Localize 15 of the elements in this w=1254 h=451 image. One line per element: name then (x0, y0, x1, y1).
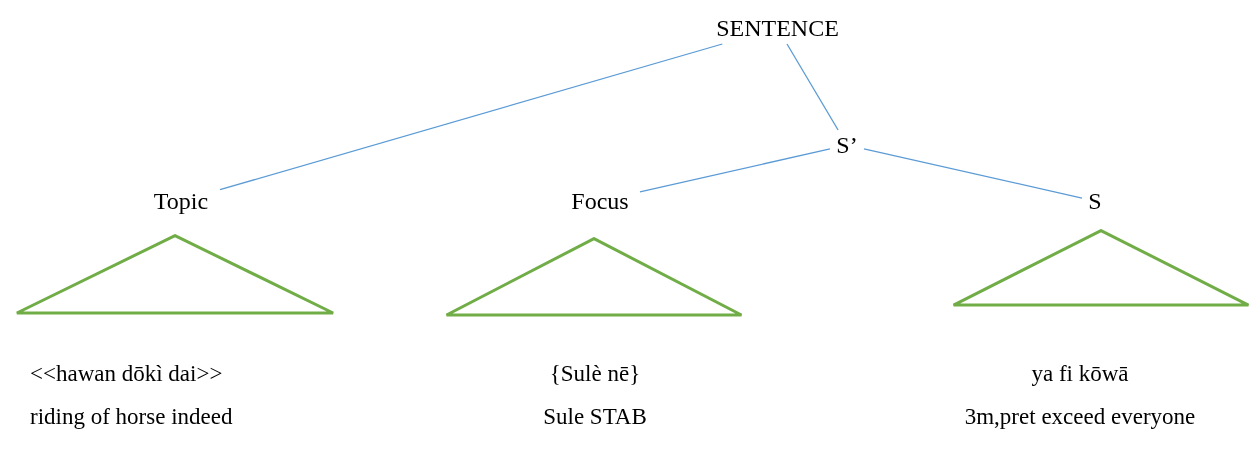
tree-node-label: Focus (560, 186, 640, 216)
gloss-text: 3m,pret exceed everyone (964, 405, 1196, 428)
hausa-phrase: {Sulè nē} (549, 362, 641, 385)
tree-branch-line (219, 43, 723, 191)
tree-branch-line (639, 148, 831, 193)
tree-node-label: S (1082, 186, 1108, 216)
tree-node-label: Topic (142, 186, 220, 216)
gloss-text: Sule STAB (543, 405, 647, 428)
tree-node-label: SENTENCE (695, 12, 860, 44)
tree-node-label: S’ (830, 130, 864, 160)
gloss-text: riding of horse indeed (30, 405, 233, 428)
tree-branch-line (786, 43, 839, 131)
hausa-phrase: <<hawan dōkì dai>> (30, 362, 223, 385)
tree-branch-line (863, 148, 1083, 199)
hausa-phrase: ya fi kōwā (1031, 362, 1129, 385)
